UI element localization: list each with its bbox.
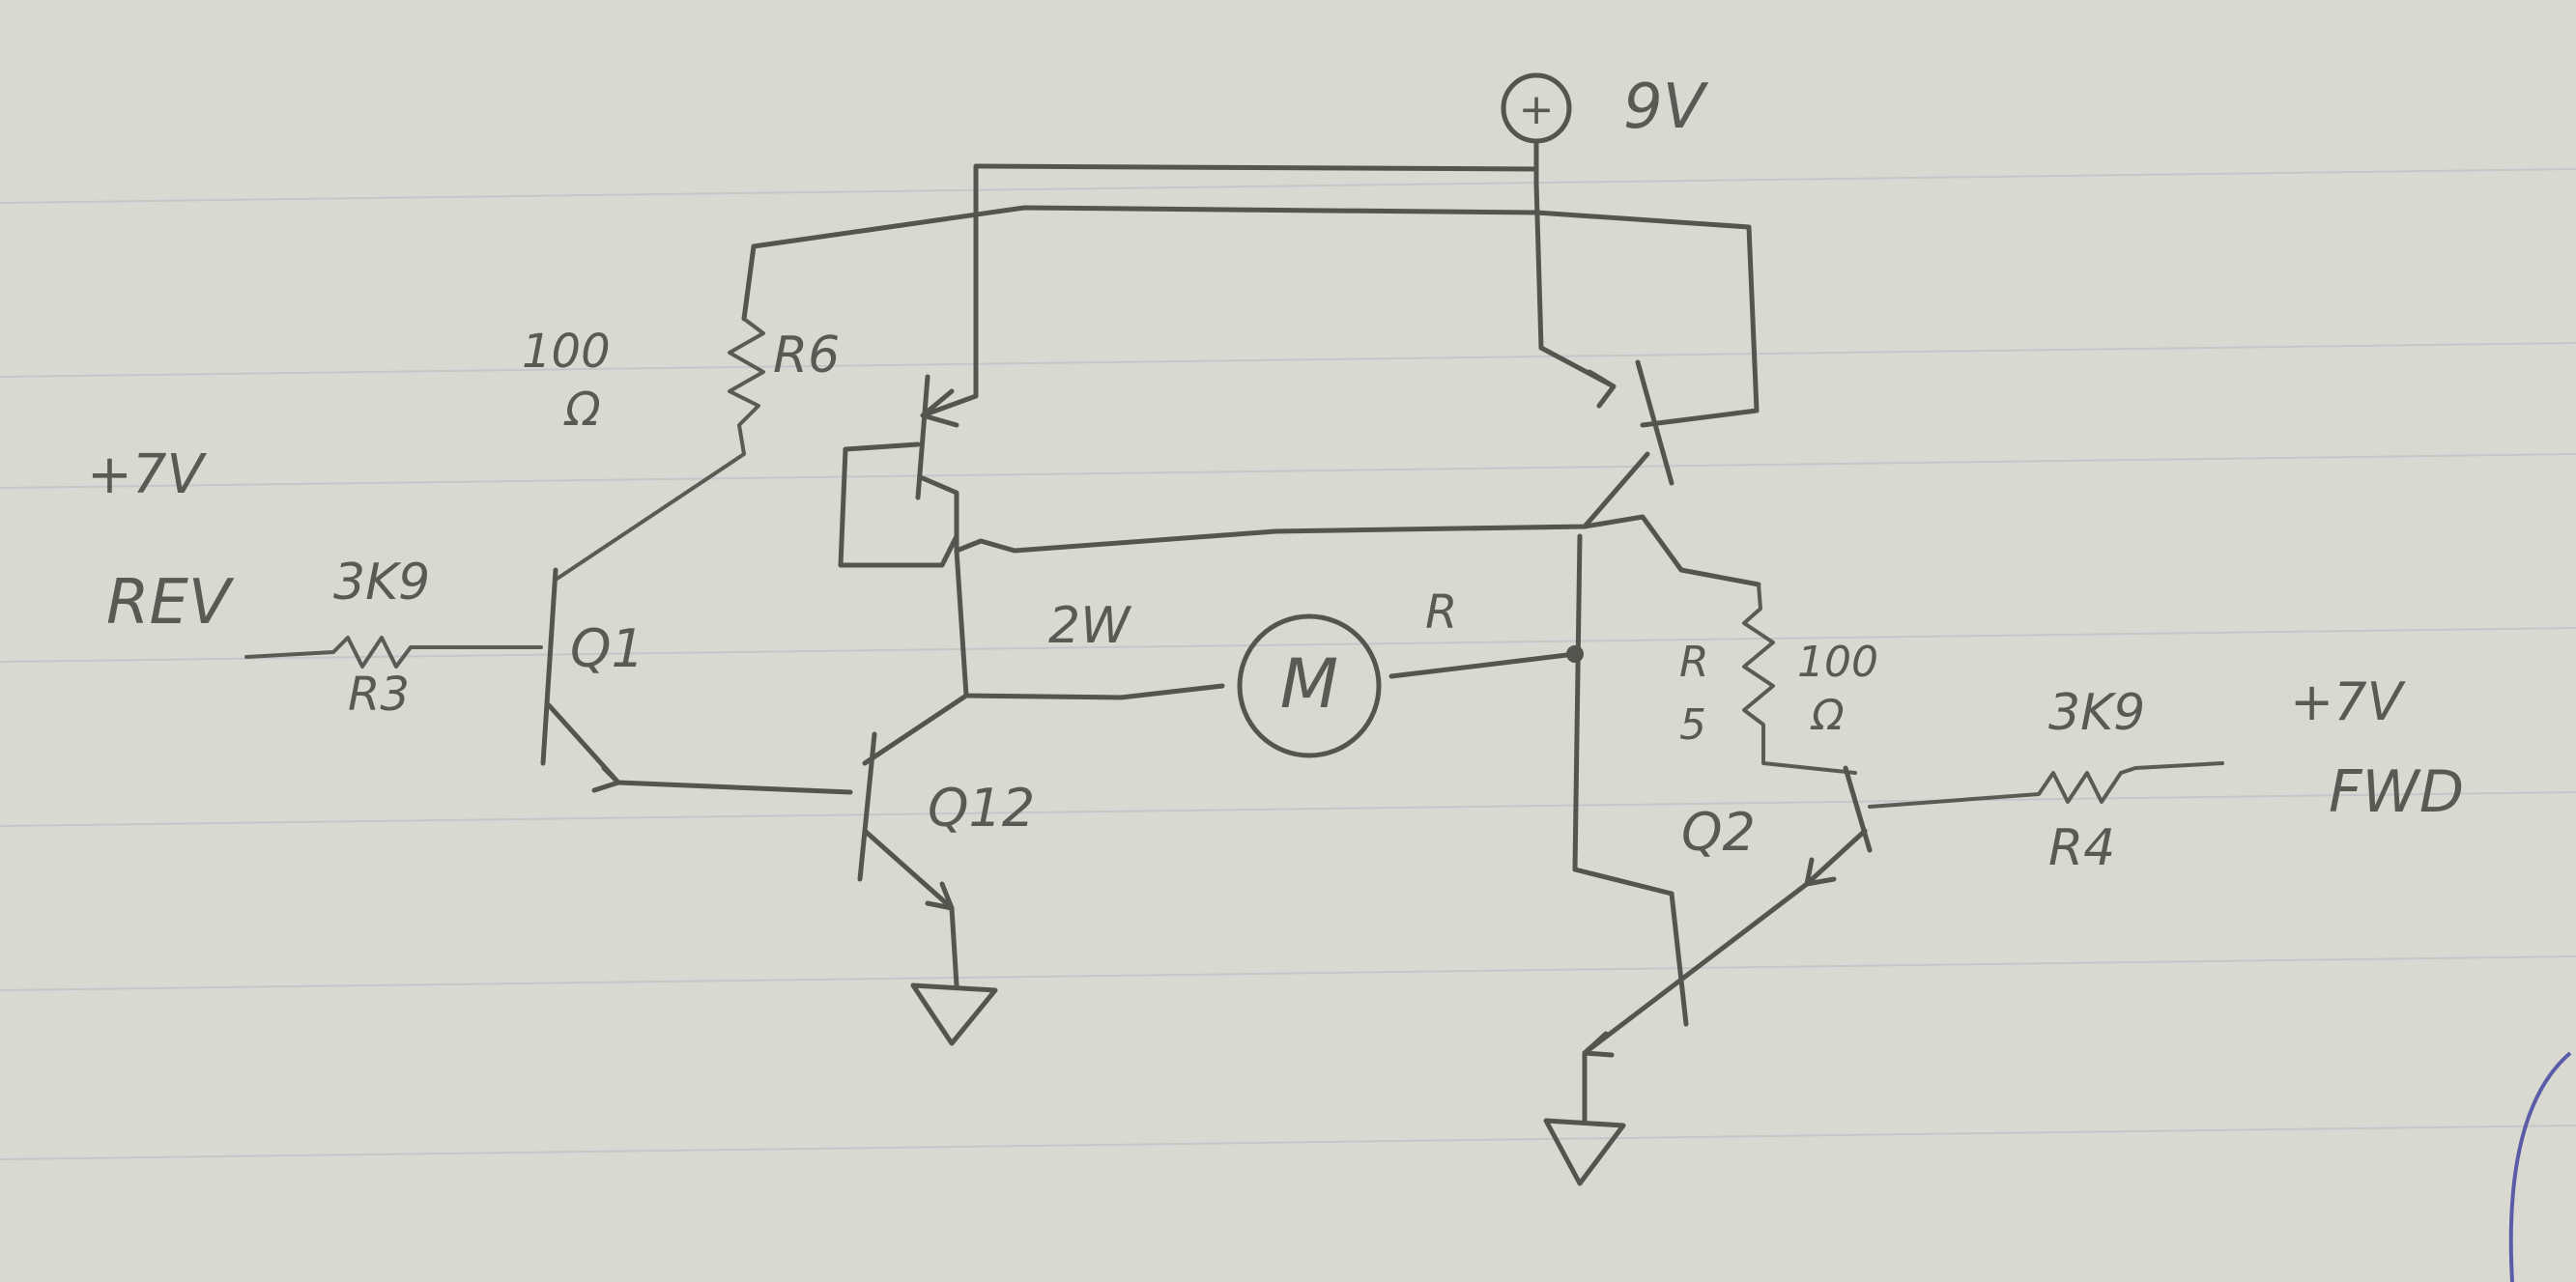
q1-to-q12-wire xyxy=(615,780,853,795)
supply-wire xyxy=(1533,138,1544,351)
rev-voltage-label: +7V xyxy=(87,443,208,506)
q1-base-bar xyxy=(540,567,558,766)
q12-collector xyxy=(862,693,969,766)
motor-circle xyxy=(1237,613,1382,758)
r4-zigzag xyxy=(1868,761,2224,809)
node-label: R xyxy=(1425,585,1457,640)
top-rail-feedback xyxy=(751,205,1760,428)
transistor-q1: Q1 xyxy=(540,567,853,795)
r4-ref-label: R4 xyxy=(2048,819,2115,877)
pnp-left-base-loop xyxy=(838,442,959,568)
supply-terminal: + 9V xyxy=(1501,71,1709,144)
supply-voltage-label: 9V xyxy=(1623,71,1709,143)
transistor-q12: Q12 xyxy=(857,693,1035,1046)
bottom-right-bar xyxy=(1669,891,1689,1027)
rev-input: +7V REV 3K9 R3 xyxy=(87,443,543,722)
fwd-name-label: FWD xyxy=(2329,758,2464,826)
pnp-left-base-bar xyxy=(915,374,930,500)
right-vertical-wire xyxy=(1572,533,1674,897)
q2-base-bar xyxy=(1843,765,1873,853)
node-junction xyxy=(1566,645,1584,663)
rev-name-label: REV xyxy=(106,567,235,639)
margin-ink-mark xyxy=(2508,1051,2572,1282)
notebook-rules xyxy=(0,168,2576,1160)
motor-to-node-wire xyxy=(1388,651,1578,679)
bottom-right-emitter-arrow xyxy=(1582,1031,1615,1058)
r6-top-lead xyxy=(741,243,757,322)
transistor-pnp-right xyxy=(1538,345,1674,529)
r3-value-label: 3K9 xyxy=(333,554,430,612)
q1-emitter-arrow xyxy=(546,702,621,793)
r6-value-line1: 100 xyxy=(522,325,611,379)
r5-ref-line2: 5 xyxy=(1679,700,1706,750)
resistor-r6: 100 Ω R6 xyxy=(522,317,840,582)
q2-label: Q2 xyxy=(1681,802,1756,863)
top-rail-left xyxy=(973,163,1539,399)
q12-label: Q12 xyxy=(928,778,1035,839)
ground-symbol-left xyxy=(910,983,998,1046)
q2-emitter-wire xyxy=(1582,881,1810,1056)
motor-circuit: M 2W R xyxy=(954,514,1761,897)
r4-value-label: 3K9 xyxy=(2048,684,2145,742)
r5-zigzag xyxy=(1742,583,1857,775)
pnp-right-base-bar xyxy=(1635,359,1674,486)
r6-value-line2: Ω xyxy=(563,383,601,437)
q1-label: Q1 xyxy=(570,618,644,679)
transistor-bottom-right xyxy=(1543,891,1689,1186)
r5-value-line1: 100 xyxy=(1797,638,1878,687)
motor-symbol: M xyxy=(1280,644,1338,724)
q12-ground-lead xyxy=(949,905,959,988)
q2-emitter-arrow xyxy=(1804,828,1868,887)
pnp-right-collector xyxy=(1582,451,1650,529)
fwd-input: 3K9 R4 +7V FWD xyxy=(1868,671,2464,877)
fwd-voltage-label: +7V xyxy=(2290,671,2407,732)
ground-symbol-right xyxy=(1543,1118,1626,1186)
r3-ref-label: R3 xyxy=(348,668,410,722)
q12-emitter-arrow xyxy=(862,828,955,911)
transistor-pnp-left xyxy=(838,374,979,568)
motor-power-label: 2W xyxy=(1048,597,1132,655)
r5-ref-line1: R xyxy=(1679,638,1709,687)
supply-symbol: + xyxy=(1519,85,1555,134)
r6-ref-label: R6 xyxy=(773,327,840,385)
r3-zigzag xyxy=(244,636,543,669)
middle-rail xyxy=(954,514,1761,587)
pnp-left-collector xyxy=(920,475,959,554)
transistor-q2: Q2 xyxy=(1582,765,1873,1056)
resistor-r5: R 5 100 Ω xyxy=(1679,583,1878,775)
r5-value-line2: Ω xyxy=(1810,691,1845,740)
pnp-right-emitter-arrow xyxy=(1538,345,1617,409)
supply-rails xyxy=(741,138,1760,428)
left-collector-to-motor xyxy=(954,548,1225,700)
r6-zigzag xyxy=(554,317,765,582)
pnp-left-emitter-arrow xyxy=(920,388,979,428)
